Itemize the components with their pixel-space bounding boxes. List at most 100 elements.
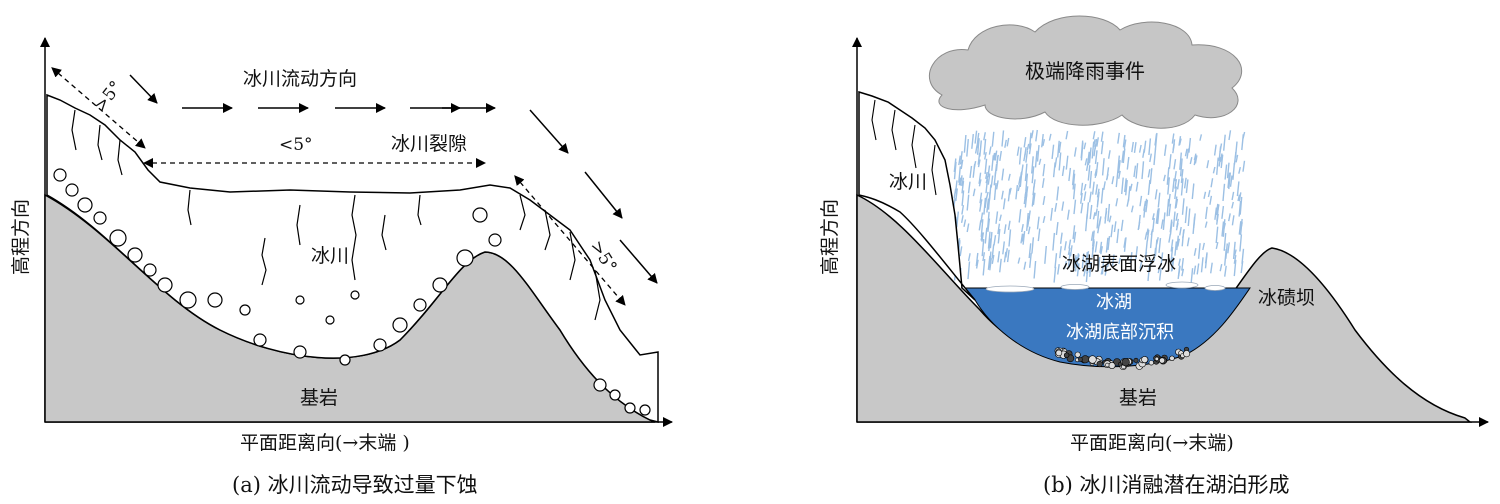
rain-streak	[966, 194, 970, 211]
rain-streak	[1179, 158, 1183, 177]
rain-streak	[1117, 132, 1120, 144]
rain-streak	[1175, 222, 1179, 231]
rain-streak	[1023, 153, 1026, 162]
rain-streak	[1089, 204, 1093, 220]
rain-streak	[1020, 233, 1024, 244]
rain-streak	[1100, 131, 1104, 142]
rain-streak	[1083, 268, 1087, 277]
rain-streak	[1135, 246, 1138, 260]
rain-streak	[1163, 144, 1167, 156]
rain-streak	[975, 252, 979, 267]
rain-streak	[1218, 156, 1222, 167]
rain-streak	[1056, 186, 1060, 201]
rain-streak	[980, 219, 984, 237]
rain-streak	[959, 175, 963, 186]
rain-streak	[1233, 151, 1237, 165]
rain-streak	[985, 171, 988, 179]
rain-streak	[1196, 263, 1200, 275]
rain-streak	[1007, 220, 1011, 231]
glacier-b-cracks	[871, 99, 937, 196]
rain-streak	[1129, 183, 1133, 191]
rain-streak	[1100, 187, 1104, 204]
sediment-pebble	[1154, 356, 1159, 362]
rain-streak	[979, 192, 983, 204]
rain-streak	[1087, 151, 1090, 164]
rain-streak	[1162, 212, 1166, 230]
rain-streak	[1124, 178, 1127, 192]
rain-streak	[1091, 181, 1095, 195]
rain-streak	[1168, 154, 1172, 169]
rain-streak	[975, 259, 979, 269]
rain-streak	[1147, 169, 1151, 178]
rain-streak	[1133, 142, 1137, 153]
rain-streak	[1061, 165, 1065, 177]
rain-streak	[1026, 143, 1030, 151]
rain-streak	[1117, 155, 1120, 172]
rain-streak	[1107, 150, 1111, 159]
rain-streak	[1231, 191, 1235, 201]
rain-streak	[1202, 242, 1205, 251]
rain-streak	[1118, 257, 1121, 265]
rain-streak	[1236, 181, 1240, 197]
rain-streak	[1204, 221, 1208, 228]
rain-streak	[1113, 221, 1117, 233]
rain-streak	[1138, 214, 1141, 229]
rain-streak	[1055, 222, 1059, 236]
rain-streak	[967, 261, 971, 280]
rain-streak	[1233, 259, 1237, 277]
x-axis-label-b: 平面距离向(→末端)	[1070, 432, 1234, 454]
rain-streak	[1174, 196, 1178, 209]
rain-streak	[984, 151, 987, 160]
rain-streak	[1106, 260, 1110, 268]
rain-streak	[979, 199, 983, 206]
sediment-pebble	[1074, 351, 1081, 358]
rain-streak	[1181, 258, 1184, 271]
glacier-label-a: 冰川	[311, 245, 349, 267]
rain-streak	[1031, 166, 1035, 184]
rain-streak	[1178, 258, 1181, 266]
rain-streak	[1080, 140, 1084, 159]
rain-streak	[1106, 167, 1110, 180]
rain-streak	[1223, 222, 1226, 230]
rain-streak	[1073, 199, 1077, 215]
rain-streak	[1096, 191, 1100, 205]
rain-streak	[1121, 177, 1124, 195]
rain-streak	[1051, 144, 1055, 159]
sediment-pebble	[1096, 360, 1103, 368]
rain-streak	[983, 138, 987, 155]
rain-streak	[1174, 241, 1178, 256]
rain-streak	[1222, 183, 1226, 202]
rain-streak	[981, 232, 985, 242]
sediment-pebble	[1183, 350, 1191, 358]
rain-streak	[1026, 212, 1029, 231]
rain-streak	[1001, 190, 1004, 200]
rain-streak	[1237, 194, 1241, 202]
rain-streak	[1068, 167, 1072, 182]
rain-streak	[1173, 159, 1177, 170]
rain-streak	[1126, 199, 1130, 207]
rain-streak	[1081, 253, 1085, 269]
rain-streak	[1050, 207, 1053, 221]
rain-streak	[971, 134, 974, 149]
rain-streak	[1066, 209, 1070, 220]
caption-a: (a) 冰川流动导致过量下蚀	[232, 473, 478, 497]
rain-streak	[1031, 192, 1035, 207]
rain-streak	[1216, 205, 1220, 222]
rain-streak	[1166, 198, 1170, 217]
rain-streak	[1125, 180, 1128, 196]
rain-streak	[1158, 268, 1162, 281]
rain-streak	[1029, 253, 1032, 268]
sediment-pebble	[1169, 355, 1175, 361]
rain-streak	[1160, 252, 1164, 266]
sediment-pebble	[1078, 357, 1083, 362]
rain-streak	[1085, 213, 1088, 232]
rain-streak	[1028, 143, 1032, 155]
rain-streak	[1214, 207, 1218, 220]
rain-streak	[1080, 202, 1084, 214]
rain-streak	[1147, 179, 1151, 195]
rain-streak	[988, 146, 992, 155]
flow-direction-label: 冰川流动方向	[243, 68, 357, 90]
rain-streak	[1073, 147, 1077, 157]
rain-streak	[1189, 157, 1193, 165]
